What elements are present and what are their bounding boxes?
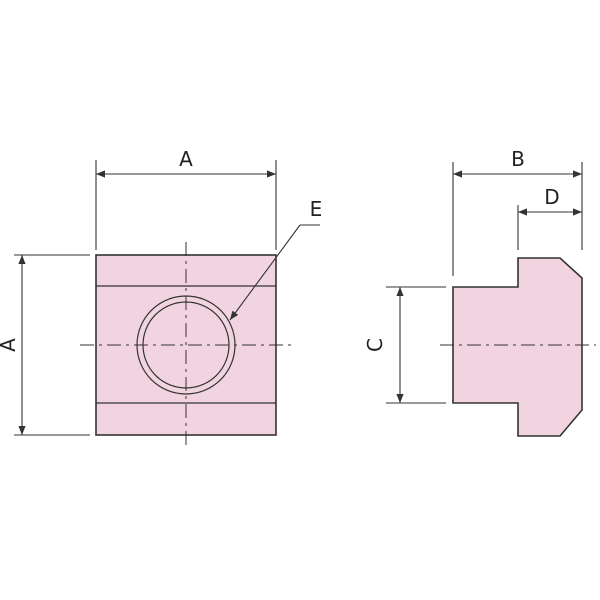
side-view-body: [452, 257, 583, 437]
dimension-b: B: [452, 147, 583, 276]
front-view: [80, 242, 292, 450]
side-view: [440, 257, 596, 437]
dimension-a-left: A: [0, 254, 90, 436]
dimension-d: D: [517, 185, 582, 250]
dimension-c-label: C: [363, 338, 387, 352]
dimension-a-left-label: A: [0, 338, 20, 352]
dimension-b-label: B: [511, 147, 525, 171]
dimension-d-label: D: [544, 185, 559, 209]
dimension-a-top-label: A: [179, 147, 193, 171]
callout-e-label: E: [310, 197, 323, 221]
callout-e: E: [229, 197, 323, 321]
dimension-c: C: [363, 286, 446, 404]
dimension-a-top: A: [95, 147, 277, 250]
